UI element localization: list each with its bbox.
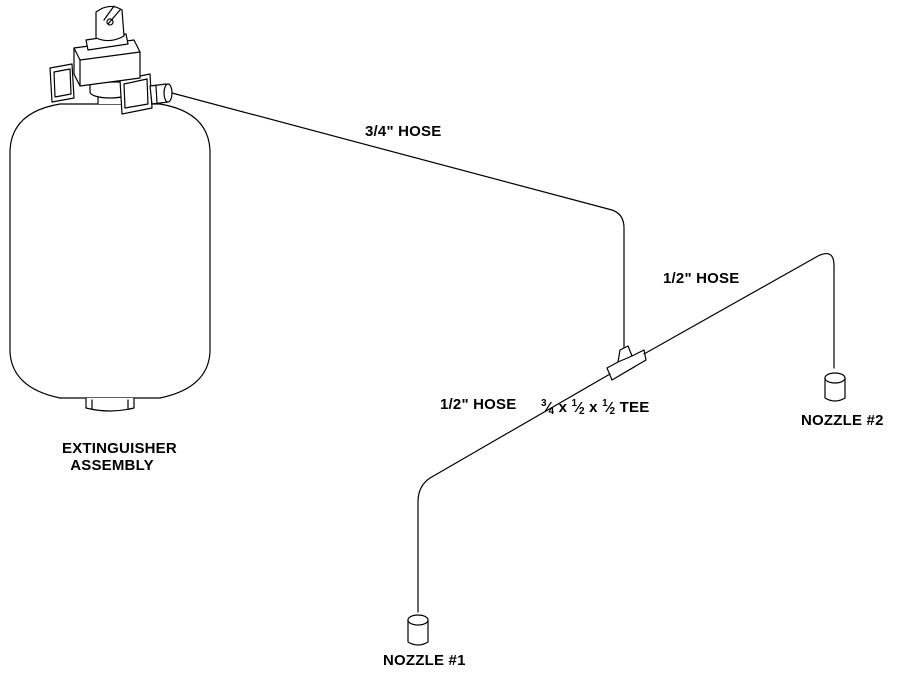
nozzle-2-label: NOZZLE #2: [801, 412, 884, 429]
tee-x1: x: [554, 399, 572, 416]
extinguisher-cylinder: [9, 103, 211, 412]
tee-x2: x: [584, 399, 603, 416]
extinguisher-label-line2: ASSEMBLY: [70, 457, 154, 474]
nozzle-1-label: NOZZLE #1: [383, 652, 466, 669]
extinguisher-label-line1: EXTINGUISHER: [62, 440, 177, 457]
main-hose-label: 3/4" HOSE: [365, 123, 442, 140]
tee-label: 3⁄4 x 1⁄2 x 1⁄2 TEE: [541, 398, 650, 417]
tee-frac1-den: 4: [548, 406, 555, 417]
tee-frac3-den: 2: [609, 406, 616, 417]
branch-hose-left-label: 1/2" HOSE: [440, 396, 517, 413]
main-hose-line: [171, 92, 625, 349]
tee-fitting: [606, 345, 647, 381]
extinguisher-label: EXTINGUISHER ASSEMBLY: [62, 440, 177, 474]
nozzle-2-shape: [824, 372, 846, 402]
tee-frac2-den: 2: [579, 406, 585, 417]
tee-frac3-num: 1: [602, 398, 608, 409]
branch-hose-right-line: [643, 253, 835, 369]
tee-frac2-num: 1: [571, 398, 578, 409]
branch-hose-right-label: 1/2" HOSE: [663, 270, 740, 287]
tee-suffix: TEE: [615, 399, 650, 416]
tee-frac1-num: 3: [541, 398, 547, 409]
extinguisher-valve: [49, 5, 173, 115]
branch-hose-left-line: [417, 373, 611, 613]
nozzle-1-shape: [407, 614, 429, 646]
